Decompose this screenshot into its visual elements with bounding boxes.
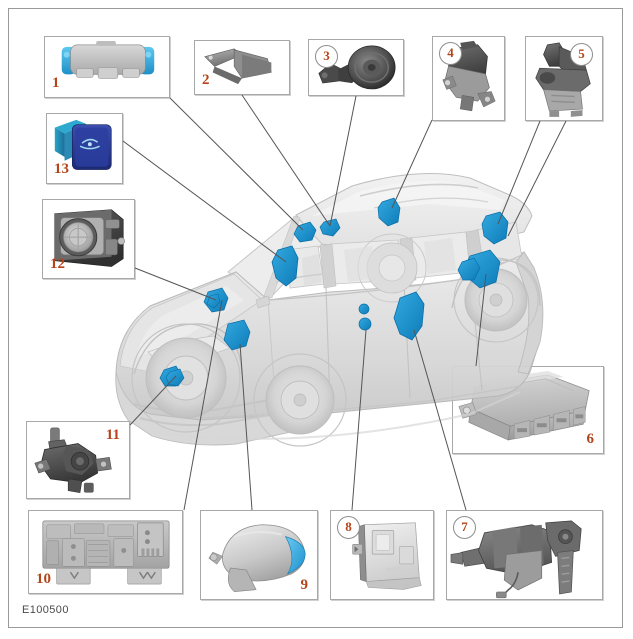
callout-number-1: 1 bbox=[52, 75, 60, 91]
leader-7 bbox=[413, 329, 467, 511]
highlight-rear-quarter bbox=[457, 257, 481, 281]
callout-box-1[interactable]: 1 bbox=[44, 36, 170, 98]
leader-9 bbox=[239, 343, 253, 511]
callout-number-11: 11 bbox=[105, 427, 120, 443]
leader-3 bbox=[329, 95, 357, 227]
door-control-module-art bbox=[352, 522, 422, 590]
callout-number-12: 12 bbox=[50, 256, 65, 272]
leader-8 bbox=[351, 329, 367, 511]
horn-art bbox=[318, 45, 396, 90]
callout-number-8: 8 bbox=[337, 516, 360, 539]
tailgate-latch-art bbox=[535, 42, 591, 117]
mirror-art bbox=[208, 524, 306, 592]
callout-number-4: 4 bbox=[439, 42, 462, 65]
callout-number-10: 10 bbox=[36, 571, 51, 587]
central-locking-switch-art bbox=[54, 119, 112, 170]
callout-box-8[interactable]: 8 bbox=[330, 510, 434, 600]
front-door-latch-art bbox=[450, 520, 582, 599]
callout-number-2: 2 bbox=[202, 72, 210, 88]
callout-box-4[interactable]: 4 bbox=[432, 36, 505, 121]
hood-latch-art bbox=[34, 427, 112, 493]
callout-box-7[interactable]: 7 bbox=[446, 510, 603, 600]
callout-number-13: 13 bbox=[54, 161, 69, 177]
callout-number-5: 5 bbox=[570, 43, 593, 66]
highlight-front-door-latch bbox=[393, 291, 425, 341]
callout-box-3[interactable]: 3 bbox=[308, 39, 404, 96]
leader-11 bbox=[129, 375, 177, 426]
callout-number-7: 7 bbox=[453, 516, 476, 539]
leader-5 bbox=[497, 120, 541, 225]
highlight-tilt-sensor bbox=[319, 218, 341, 237]
overhead-console-art bbox=[61, 40, 155, 79]
highlight-tailgate-latch bbox=[481, 211, 509, 245]
movement-sensor-art bbox=[54, 209, 125, 267]
tilt-sensor-art bbox=[204, 48, 272, 85]
leader-6 bbox=[475, 273, 487, 367]
highlight-door-module-upper bbox=[358, 303, 370, 315]
callout-number-9: 9 bbox=[300, 577, 309, 593]
callout-box-13[interactable]: 13 bbox=[46, 113, 123, 184]
leader-5b bbox=[507, 120, 567, 237]
leader-12 bbox=[134, 267, 217, 301]
highlight-door-module bbox=[358, 317, 372, 331]
leader-2 bbox=[241, 94, 331, 227]
highlighted-components bbox=[159, 197, 509, 387]
callout-box-2[interactable]: 2 bbox=[194, 40, 290, 95]
highlight-rear-door-latch bbox=[377, 197, 401, 227]
leader-4 bbox=[391, 119, 433, 209]
callout-number-3: 3 bbox=[315, 45, 338, 68]
leader-10 bbox=[183, 299, 223, 511]
callout-box-11[interactable]: 11 bbox=[26, 421, 130, 499]
leader-13 bbox=[122, 140, 287, 263]
highlight-mirror bbox=[223, 319, 251, 351]
leader-1 bbox=[169, 97, 304, 231]
callout-box-9[interactable]: 9 bbox=[200, 510, 318, 600]
callout-box-12[interactable]: 12 bbox=[42, 199, 135, 279]
callout-box-5[interactable]: 5 bbox=[525, 36, 603, 121]
fuse-box-art bbox=[42, 520, 170, 585]
callout-number-6: 6 bbox=[586, 431, 595, 447]
callout-box-10[interactable]: 10 bbox=[28, 510, 183, 594]
figure-code: E100500 bbox=[22, 604, 69, 616]
